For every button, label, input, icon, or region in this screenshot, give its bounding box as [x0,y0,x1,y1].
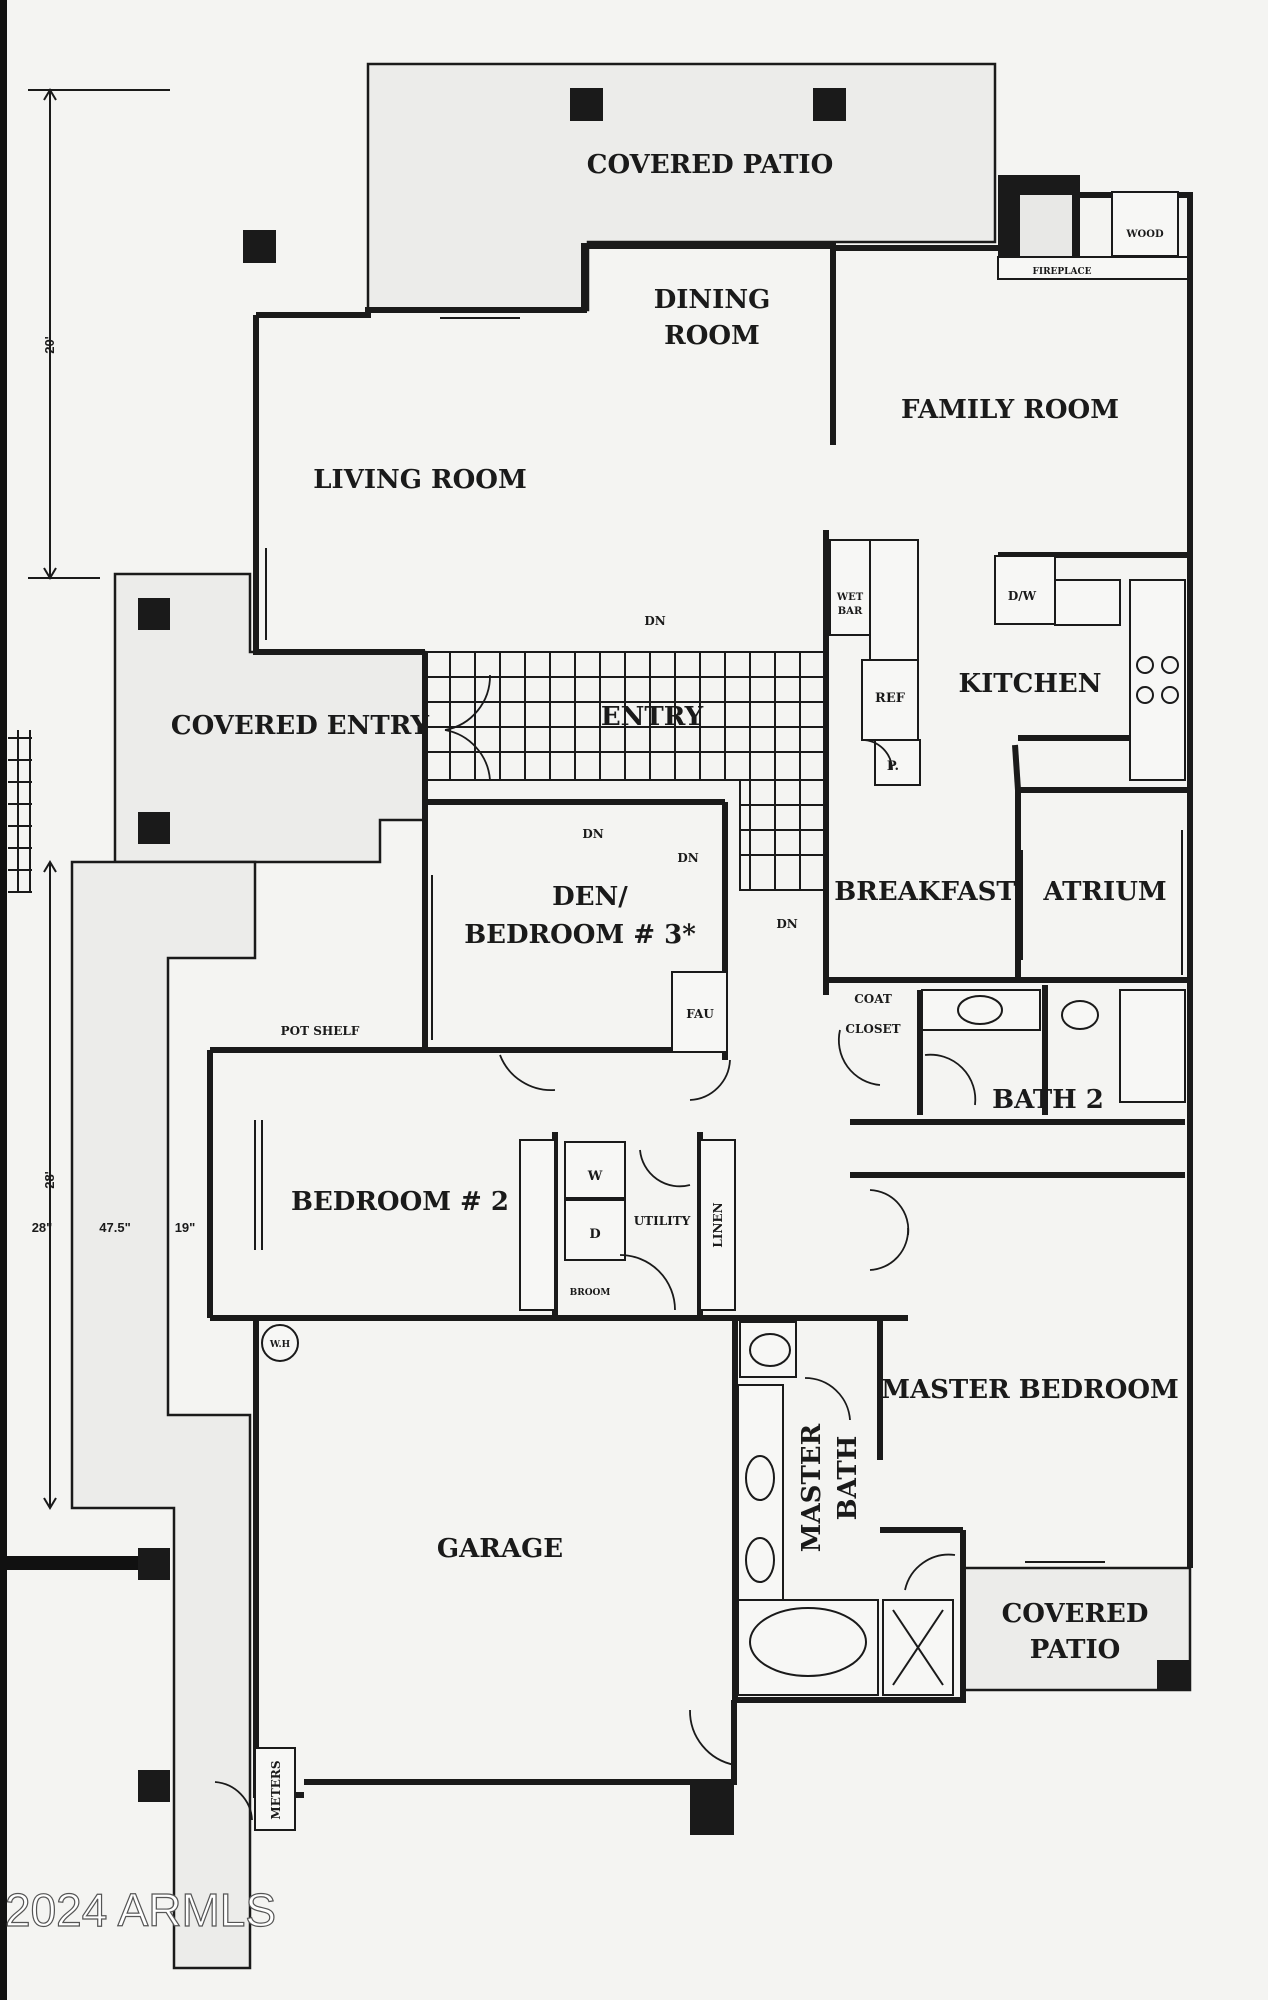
meters-label: METERS [269,1760,283,1819]
dimension-lower-label: 28' [42,1171,57,1189]
dn-label: DN [644,614,665,628]
garage-label: GARAGE [437,1534,563,1564]
post [1157,1660,1190,1690]
den-label-line2: BEDROOM # 3* [464,920,696,950]
patio-post [570,88,603,121]
garage-wall [253,1318,304,1798]
family-room-label: FAMILY ROOM [901,395,1119,425]
dimension-line-lower [43,860,57,1510]
fireplace-box [1020,195,1072,257]
master-bath-label-line2: BATH [833,1436,863,1521]
wood-label: WOOD [1125,229,1164,240]
bedroom2-label: BEDROOM # 2 [291,1187,509,1217]
wet-bar-label-line2: BAR [838,606,863,617]
dimension-line-upper [28,88,170,580]
dimension-upper-label: 20' [42,336,57,354]
post [138,1548,170,1580]
refrigerator-label: REF [875,691,906,706]
post [138,1770,170,1802]
master-bath-south-wall [734,1568,966,1703]
dn-label: DN [582,827,603,841]
windows [254,247,1183,1563]
utility-fixtures [254,971,736,1831]
post [138,598,170,630]
bath2-label: BATH 2 [992,1085,1104,1115]
dimension-walk-label: 47.5" [99,1220,130,1235]
covered-patio-top-label: COVERED PATIO [587,150,833,180]
wood-storage [1111,191,1179,257]
pot-shelf-label: POT SHELF [281,1024,360,1038]
entry-tile-floor [424,651,826,891]
wet-bar-label-line1: WET [836,592,864,603]
patio-post [813,88,846,121]
kitchen-fixtures [829,539,1186,786]
living-room-label: LIVING ROOM [313,465,526,495]
utility-label: UTILITY [634,1214,691,1228]
kitchen-label: KITCHEN [959,669,1102,699]
dishwasher-label: D/W [1008,589,1037,603]
dining-room-label-line1: DINING [654,285,771,315]
covered-patio-bottom-label-line1: COVERED [1002,1599,1149,1629]
hearth [997,256,1189,280]
covered-patio-bottom [961,1566,1192,1692]
dimension-walk-label: 19" [175,1220,196,1235]
dn-label: DN [677,851,698,865]
linen-label: LINEN [711,1202,725,1247]
master-bath-label-line1: MASTER [797,1423,827,1552]
coat-closet-label-line2: CLOSET [845,1022,900,1036]
garage-wall-east [690,1700,737,1785]
left-frame-edge [0,0,7,2000]
pantry-label: P. [887,759,899,774]
stair-rail [8,730,32,893]
post [243,230,276,263]
fau-label: FAU [686,1007,714,1021]
dining-room-label-line2: ROOM [664,321,760,351]
broom-label: BROOM [570,1288,611,1298]
atrium-label: ATRIUM [1042,877,1166,907]
washer-label: W [587,1169,603,1184]
covered-patio-top [366,62,997,312]
property-line [7,1556,139,1570]
coat-closet-label-line1: COAT [854,992,892,1006]
watermark: 2024 ARMLS [5,1884,276,1936]
side-walkway [70,860,257,1970]
master-bedroom-label: MASTER BEDROOM [881,1375,1179,1405]
fireplace-label: FIREPLACE [1032,267,1091,277]
den-label-line1: DEN/ [552,882,628,912]
post [138,812,170,844]
dn-label: DN [776,917,797,931]
covered-patio-bottom-label-line2: PATIO [1030,1635,1121,1665]
water-heater-label: W.H [269,1340,291,1350]
post [690,1785,734,1835]
entry-label: ENTRY [601,702,704,732]
dimension-left-label: 28" [32,1220,53,1235]
dryer-label: D [589,1227,600,1242]
covered-entry-label: COVERED ENTRY [171,711,430,741]
bath-fixtures [737,989,1186,1696]
breakfast-label: BREAKFAST [834,877,1016,907]
door-swings [214,674,977,1821]
